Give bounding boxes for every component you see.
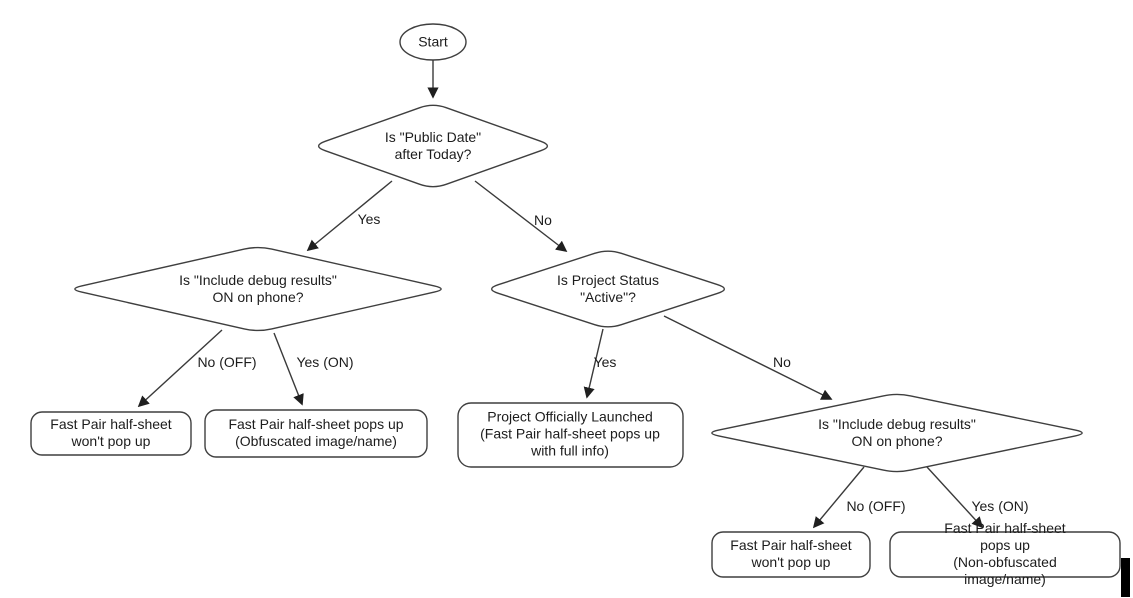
node-result4-label: Fast Pair half-sheet won't pop up [730,537,852,570]
edge-label-d4-yes: Yes (ON) [971,498,1029,514]
node-result1-label: Fast Pair half-sheet won't pop up [50,416,172,449]
node-decision2-label: Is "Include debug results" ON on phone? [179,272,337,305]
edge-label-d1-yes: Yes [357,211,381,227]
edge-label-d4-no: No (OFF) [846,498,906,514]
decision3-diamond [490,250,726,328]
edge-decision1-yes [306,180,393,252]
node-decision1-label: Is "Public Date" after Today? [384,129,482,162]
edge-decision4-no [812,466,865,529]
edge-decision2-yes [273,332,304,406]
edge-label-d2-yes: Yes (ON) [296,354,354,370]
edge-label-d2-no: No (OFF) [197,354,257,370]
result2-box [204,409,428,458]
edge-decision3-no [663,315,833,400]
node-start-label: Start [418,33,448,50]
edge-decision1-no [474,180,568,253]
result1-box [30,411,192,456]
node-decision3-label: Is Project Status "Active"? [557,272,659,305]
node-result2-label: Fast Pair half-sheet pops up (Obfuscated… [228,416,404,449]
edge-decision4-yes [926,466,984,529]
result4-box [711,531,871,578]
node-decision4-label: Is "Include debug results" ON on phone? [818,416,976,449]
edge-decision3-yes [583,328,604,399]
edge-label-d3-yes: Yes [593,354,617,370]
node-result3-label: Project Officially Launched (Fast Pair h… [480,408,660,459]
edge-decision2-no [137,329,223,408]
text-cursor-artifact [1121,558,1130,597]
decision2-diamond [74,246,442,332]
edge-label-d3-no: No [773,354,791,370]
decision1-diamond [317,104,549,188]
node-result5-label: Fast Pair half-sheet pops up (Non-obfusc… [944,520,1066,587]
result3-box [457,402,684,468]
result5-box [889,531,1121,578]
decision4-diamond [711,393,1083,473]
edge-label-d1-no: No [534,212,552,228]
